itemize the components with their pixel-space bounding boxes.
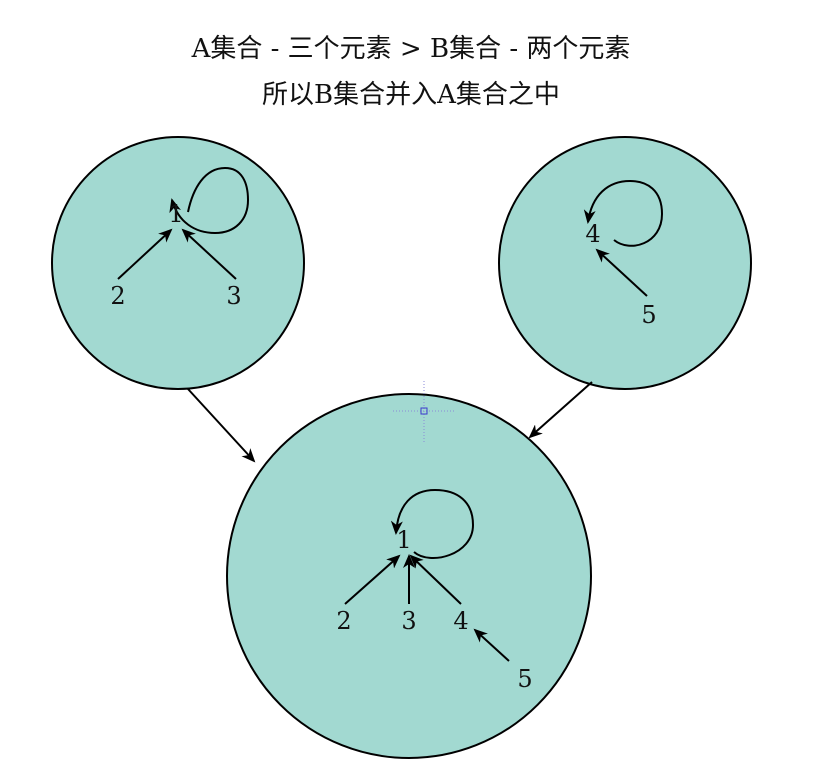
set-b-child-node-5: 5 [641, 301, 656, 329]
set-a-root-node: 1 [168, 200, 183, 228]
set-a-edge-3-to-1 [181, 228, 237, 280]
set-a-child-node-2: 2 [110, 282, 125, 310]
set-a: 1 2 3 [51, 136, 305, 390]
merged-child-node-2: 2 [336, 607, 351, 635]
merged-child-node-3: 3 [401, 607, 416, 635]
merged-edge-5-to-4 [473, 628, 510, 662]
arrow-set-b-to-merged [528, 381, 593, 439]
merged-grandchild-node-5: 5 [517, 665, 532, 693]
set-b: 4 5 [498, 136, 752, 390]
set-b-edge-5-to-4 [595, 248, 648, 297]
set-a-edge-2-to-1 [117, 228, 173, 280]
caption-line-2: 所以B集合并入A集合之中 [262, 80, 560, 110]
merged-edge-4-to-1 [409, 554, 462, 605]
caption-line-1: A集合 - 三个元素 > B集合 - 两个元素 [191, 34, 631, 64]
set-b-root-node: 4 [585, 220, 600, 248]
merged-set: 1 2 3 4 5 [226, 381, 592, 759]
merged-child-node-4: 4 [453, 607, 468, 635]
set-a-child-node-3: 3 [226, 282, 241, 310]
merged-edge-2-to-1 [344, 554, 401, 605]
set-b-self-loop [583, 179, 664, 247]
merged-root-node: 1 [396, 526, 411, 554]
set-a-self-loop [169, 166, 250, 235]
set-b-circle [498, 136, 752, 390]
arrow-set-a-to-merged [187, 388, 256, 463]
set-a-circle [51, 136, 305, 390]
merged-self-loop [390, 488, 475, 560]
crosshair-cursor-icon [393, 381, 456, 442]
